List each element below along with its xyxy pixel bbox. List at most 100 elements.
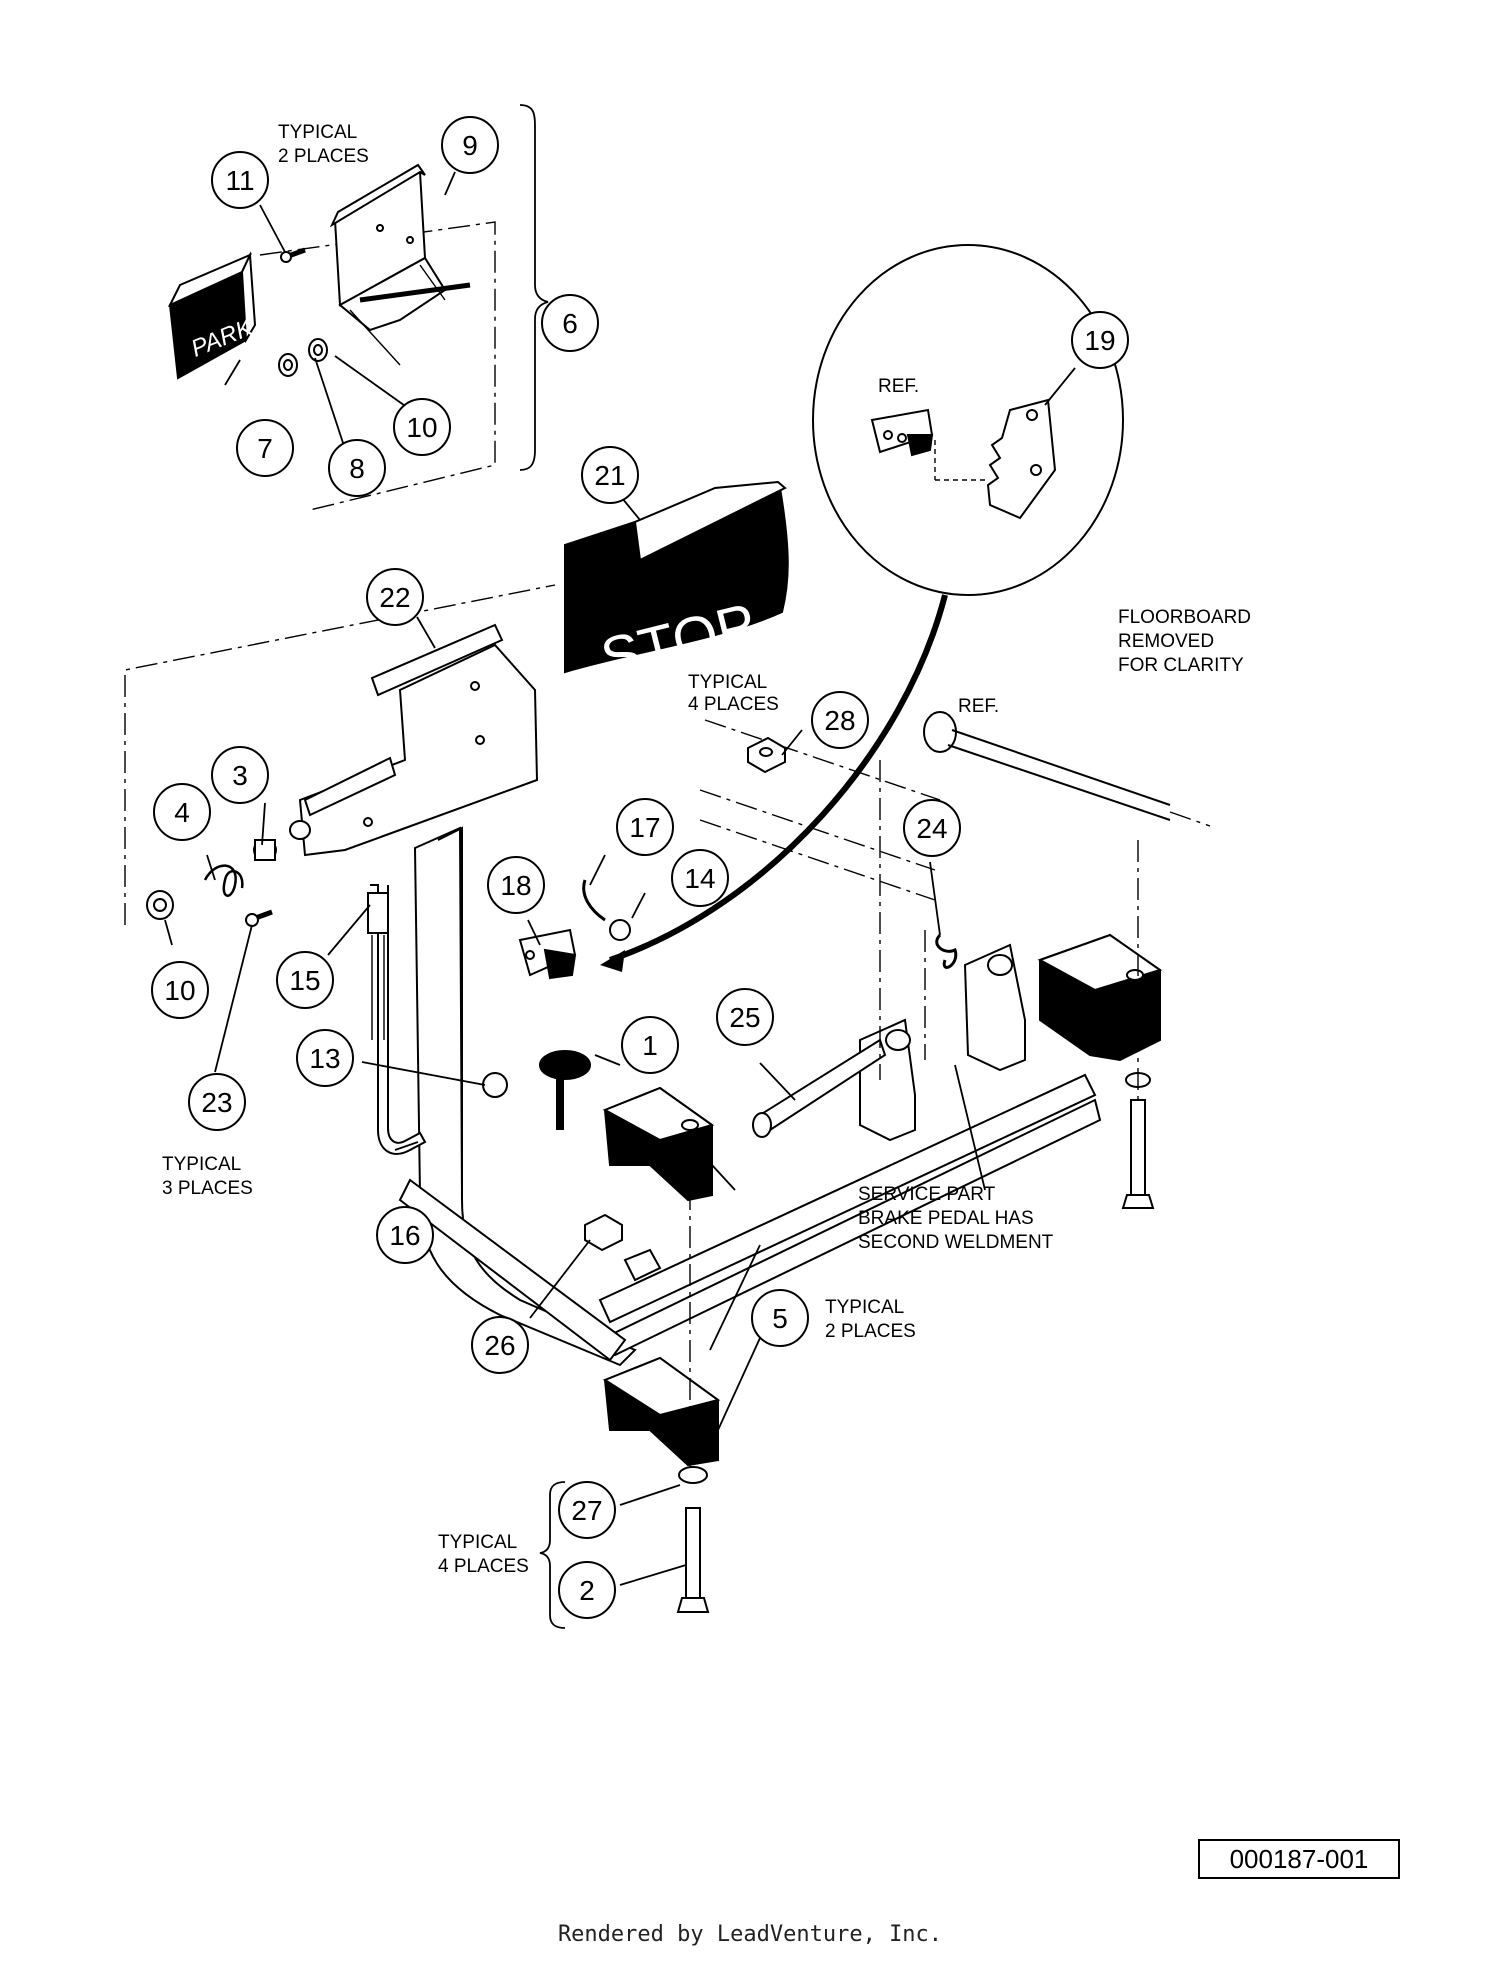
bolt-2 [676, 1507, 710, 1613]
callout-23: 23 [188, 1073, 246, 1131]
note-typical-2-places-top: TYPICAL 2 PLACES [278, 122, 369, 167]
svg-text:27: 27 [571, 1495, 602, 1526]
bearing-block-right-1 [859, 1018, 916, 1142]
svg-text:4 PLACES: 4 PLACES [438, 1556, 529, 1577]
svg-text:TYPICAL: TYPICAL [438, 1532, 517, 1553]
pin-25 [752, 1038, 887, 1138]
note-typical-4-places-28: TYPICAL 4 PLACES [688, 672, 779, 715]
svg-text:6: 6 [562, 308, 578, 339]
svg-text:2 PLACES: 2 PLACES [278, 146, 369, 167]
clip [623, 1248, 662, 1282]
svg-text:26: 26 [484, 1330, 515, 1361]
detail-arrowhead [600, 950, 625, 972]
park-decal: PARK [167, 251, 257, 380]
bearing-block-right-2 [963, 943, 1026, 1072]
callout-2: 2 [558, 1561, 616, 1619]
washer-13 [482, 1072, 508, 1098]
callout-15: 15 [276, 951, 334, 1009]
bearing-block-5-lower [602, 1356, 721, 1467]
svg-text:28: 28 [824, 705, 855, 736]
floorboard-phantom [699, 719, 941, 1080]
svg-text:24: 24 [916, 813, 947, 844]
screw-23 [245, 909, 273, 927]
pin-pivot [289, 820, 311, 840]
svg-text:TYPICAL: TYPICAL [825, 1297, 904, 1318]
callout-8: 8 [328, 439, 386, 497]
callout-28: 28 [811, 691, 869, 749]
callout-26: 26 [471, 1316, 529, 1374]
svg-text:1: 1 [642, 1030, 658, 1061]
note-typical-3-places: TYPICAL 3 PLACES [162, 1154, 253, 1199]
reference-shaft: REF. [923, 696, 1211, 827]
svg-text:TYPICAL: TYPICAL [688, 672, 767, 693]
svg-text:2 PLACES: 2 PLACES [825, 1321, 916, 1342]
svg-text:3 PLACES: 3 PLACES [162, 1178, 253, 1199]
callout-4: 4 [153, 783, 211, 841]
svg-text:4 PLACES: 4 PLACES [688, 694, 779, 715]
callout-22: 22 [366, 568, 424, 626]
svg-text:17: 17 [629, 812, 660, 843]
svg-text:19: 19 [1084, 325, 1115, 356]
detail-circle-19: REF. [812, 244, 1124, 596]
callout-19: 19 [1071, 311, 1129, 369]
svg-text:18: 18 [500, 870, 531, 901]
svg-text:3: 3 [232, 760, 248, 791]
svg-text:REMOVED: REMOVED [1118, 631, 1214, 652]
callout-25: 25 [716, 988, 774, 1046]
svg-text:11: 11 [225, 165, 254, 196]
ref-label-detail: REF. [878, 376, 919, 397]
callout-13: 13 [296, 1029, 354, 1087]
callout-7: 7 [236, 419, 294, 477]
rod-16 [367, 884, 427, 1155]
svg-text:9: 9 [462, 130, 478, 161]
svg-text:13: 13 [309, 1043, 340, 1074]
stop-decal: STOP [564, 480, 789, 692]
svg-text:BRAKE PEDAL HAS: BRAKE PEDAL HAS [858, 1208, 1034, 1229]
washer-27 [678, 1466, 708, 1484]
ref-label-shaft: REF. [958, 696, 999, 717]
callout-3: 3 [211, 746, 269, 804]
group-bracket-6 [519, 104, 549, 471]
callout-11: 11 [211, 151, 269, 209]
svg-text:FOR CLARITY: FOR CLARITY [1118, 655, 1244, 676]
svg-text:SERVICE PART: SERVICE PART [858, 1184, 996, 1205]
svg-text:14: 14 [684, 863, 715, 894]
pedal-arm [398, 826, 1102, 1367]
render-credit: Rendered by LeadVenture, Inc. [557, 1922, 943, 1947]
callout-5-upper: 5 [751, 1289, 809, 1347]
spring-4 [203, 864, 244, 897]
drawing-number: 000187-001 [1198, 1839, 1400, 1879]
callout-21: 21 [581, 446, 639, 504]
svg-text:4: 4 [174, 797, 190, 828]
svg-text:21: 21 [594, 460, 625, 491]
svg-text:7: 7 [257, 433, 273, 464]
screw-11 [280, 247, 306, 263]
washer-10-left [146, 890, 174, 920]
bolt-right [1121, 1099, 1155, 1209]
callout-14: 14 [671, 849, 729, 907]
callout-17: 17 [616, 798, 674, 856]
callout-24: 24 [903, 799, 961, 857]
spacer-3 [253, 839, 277, 861]
brake-pedal-pad [298, 623, 539, 857]
svg-text:16: 16 [389, 1220, 420, 1251]
detail-arrow [609, 594, 948, 963]
svg-text:TYPICAL: TYPICAL [162, 1154, 241, 1175]
cotter-24 [935, 933, 958, 969]
note-typical-4-places-bottom: TYPICAL 4 PLACES [438, 1532, 529, 1577]
washer-8 [278, 353, 298, 377]
callout-10-left: 10 [151, 961, 209, 1019]
svg-text:10: 10 [406, 412, 437, 443]
callout-16: 16 [376, 1206, 434, 1264]
nut-28 [747, 736, 786, 774]
svg-text:2: 2 [579, 1575, 595, 1606]
callout-10-top: 10 [393, 398, 451, 456]
callout-18: 18 [487, 856, 545, 914]
bearing-block-right-3 [1037, 933, 1163, 1062]
svg-text:8: 8 [349, 453, 365, 484]
callout-1: 1 [621, 1016, 679, 1074]
callout-27: 27 [558, 1481, 616, 1539]
svg-text:SECOND WELDMENT: SECOND WELDMENT [858, 1232, 1054, 1253]
nut-26 [584, 1213, 623, 1252]
